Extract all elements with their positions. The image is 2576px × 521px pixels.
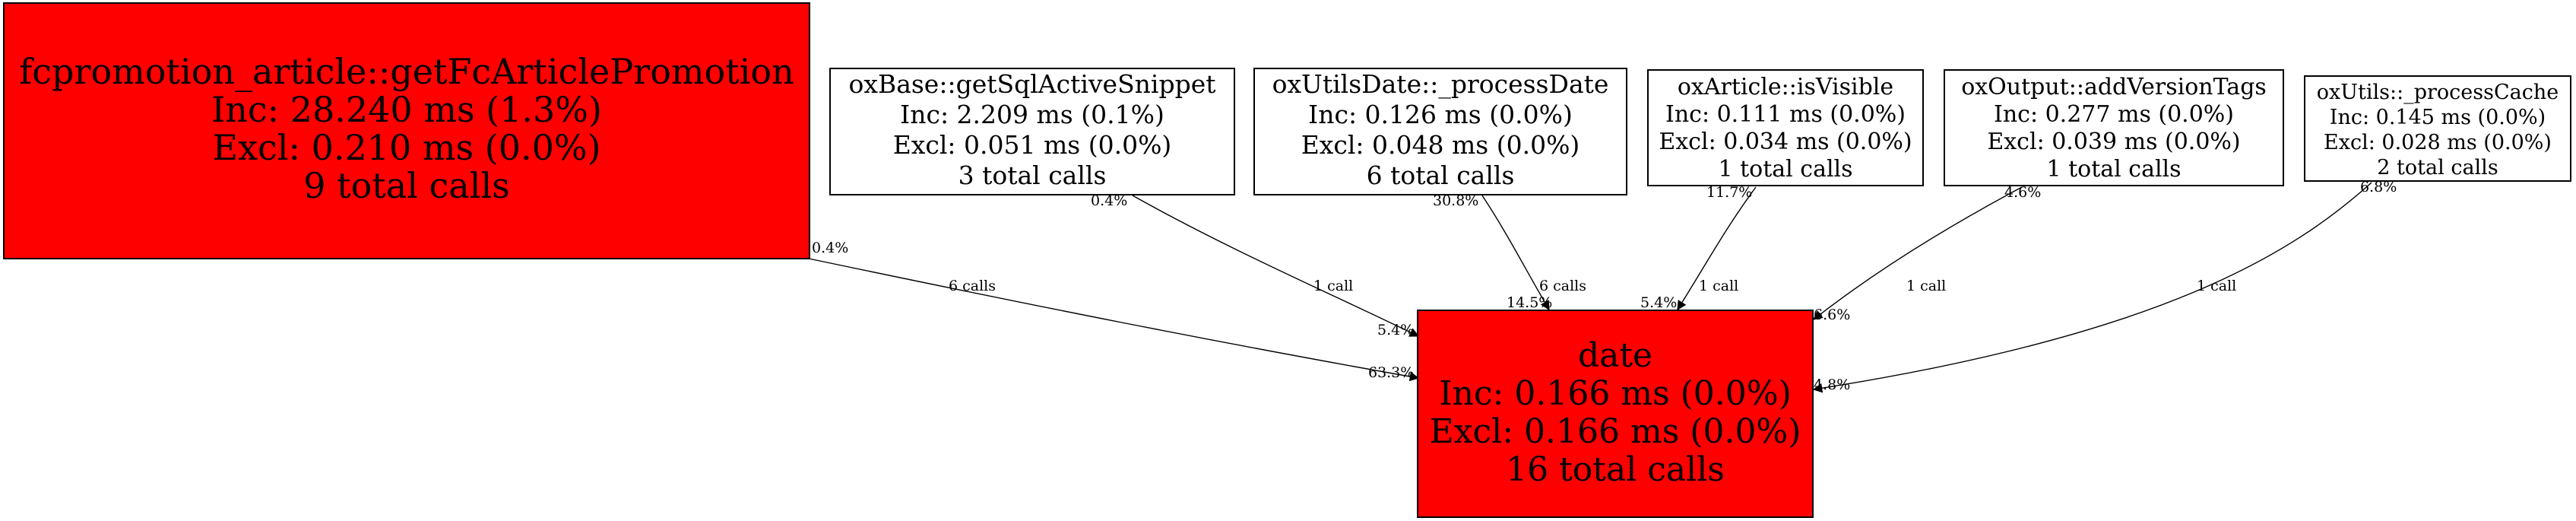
edge-call-label: 1 call [2197,278,2236,294]
node-name: oxArticle::isVisible [1678,74,1893,100]
node-inc: Inc: 28.240 ms (1.3%) [211,89,602,130]
edges: 0.4% 6 calls 63.3% 0.4% 1 call 5.4% 30.8… [808,179,2397,393]
node-calls: 3 total calls [958,160,1107,190]
edge-line [1481,195,1550,311]
node-box [2304,75,2571,182]
edge-line [1677,186,1757,311]
edge-head-label: 6.6% [1814,307,1850,323]
node-name: oxOutput::addVersionTags [1961,74,2267,100]
edge-call-label: 6 calls [949,278,996,294]
node-getsqlactivesnippet[interactable]: oxBase::getSqlActiveSnippet Inc: 2.209 m… [829,68,1235,195]
node-box [1253,68,1627,195]
node-calls: 6 total calls [1367,160,1515,190]
node-getfcarticlepromotion[interactable]: fcpromotion_article::getFcArticlePromoti… [3,2,810,259]
node-addversiontags[interactable]: oxOutput::addVersionTags Inc: 0.277 ms (… [1944,69,2284,186]
node-box [829,68,1235,195]
edge-tail-label: 0.4% [1091,192,1127,209]
node-date[interactable]: date Inc: 0.166 ms (0.0%) Excl: 0.166 ms… [1417,310,1814,518]
edge-addversiontags-to-date[interactable]: 4.6% 1 call 6.6% [1813,184,2041,323]
edge-line [808,258,1420,382]
edge-tail-label: 6.8% [2360,179,2397,195]
edge-isvisible-to-date[interactable]: 11.7% 1 call 5.4% [1640,184,1757,311]
node-excl: Excl: 0.166 ms (0.0%) [1430,412,1801,451]
edge-line [1132,195,1420,337]
edge-tail-label: 11.7% [1706,184,1752,201]
node-processcache[interactable]: oxUtils::_processCache Inc: 0.145 ms (0.… [2304,75,2571,182]
node-name: fcpromotion_article::getFcArticlePromoti… [19,51,794,92]
node-calls: 1 total calls [1718,156,1852,183]
node-inc: Inc: 0.277 ms (0.0%) [1994,101,2234,128]
node-calls: 1 total calls [2046,156,2181,183]
edge-tail-label: 30.8% [1433,192,1478,209]
edge-head-label: 14.5% [1507,294,1552,311]
edge-call-label: 1 call [1906,278,1946,294]
node-inc: Inc: 0.126 ms (0.0%) [1308,100,1573,129]
node-inc: Inc: 2.209 ms (0.1%) [900,100,1164,129]
node-excl: Excl: 0.039 ms (0.0%) [1987,129,2240,155]
node-calls: 16 total calls [1506,450,1725,489]
node-calls: 9 total calls [303,165,510,206]
node-excl: Excl: 0.034 ms (0.0%) [1659,129,1912,155]
node-name: oxUtils::_processCache [2317,81,2559,104]
node-name: oxBase::getSqlActiveSnippet [848,69,1215,99]
node-excl: Excl: 0.051 ms (0.0%) [893,130,1172,160]
node-name: oxUtilsDate::_processDate [1272,69,1609,100]
edge-getfcarticlepromotion-to-date[interactable]: 0.4% 6 calls 63.3% [808,240,1420,382]
nodes: fcpromotion_article::getFcArticlePromoti… [3,2,2571,518]
edge-head-label: 63.3% [1368,364,1414,381]
edge-getsqlactivesnippet-to-date[interactable]: 0.4% 1 call 5.4% [1091,192,1420,338]
node-excl: Excl: 0.048 ms (0.0%) [1301,130,1580,160]
edge-line [1812,182,2372,393]
node-inc: Inc: 0.145 ms (0.0%) [2330,106,2546,129]
edge-call-label: 1 call [1313,278,1353,294]
node-inc: Inc: 0.166 ms (0.0%) [1439,374,1792,413]
edge-processcache-to-date[interactable]: 6.8% 1 call 4.8% [1812,179,2397,393]
edge-call-label: 6 calls [1539,278,1586,294]
edge-head-label: 4.8% [1814,376,1850,393]
node-excl: Excl: 0.028 ms (0.0%) [2324,131,2552,154]
node-box [1417,310,1814,518]
node-inc: Inc: 0.111 ms (0.0%) [1665,101,1906,128]
edge-tail-label: 4.6% [2004,184,2041,201]
edge-call-label: 1 call [1699,278,1738,294]
edge-line [1813,186,2023,320]
node-processdate[interactable]: oxUtilsDate::_processDate Inc: 0.126 ms … [1253,68,1627,195]
node-box [1647,69,1924,186]
node-calls: 2 total calls [2377,156,2498,179]
node-isvisible[interactable]: oxArticle::isVisible Inc: 0.111 ms (0.0%… [1647,69,1924,186]
node-name: date [1578,336,1652,375]
edge-head-label: 5.4% [1377,322,1414,338]
edge-tail-label: 0.4% [812,240,848,256]
node-box [3,2,810,259]
node-excl: Excl: 0.210 ms (0.0%) [212,127,600,168]
node-box [1944,69,2284,186]
edge-head-label: 5.4% [1640,294,1677,311]
edge-processdate-to-date[interactable]: 30.8% 6 calls 14.5% [1433,192,1586,311]
